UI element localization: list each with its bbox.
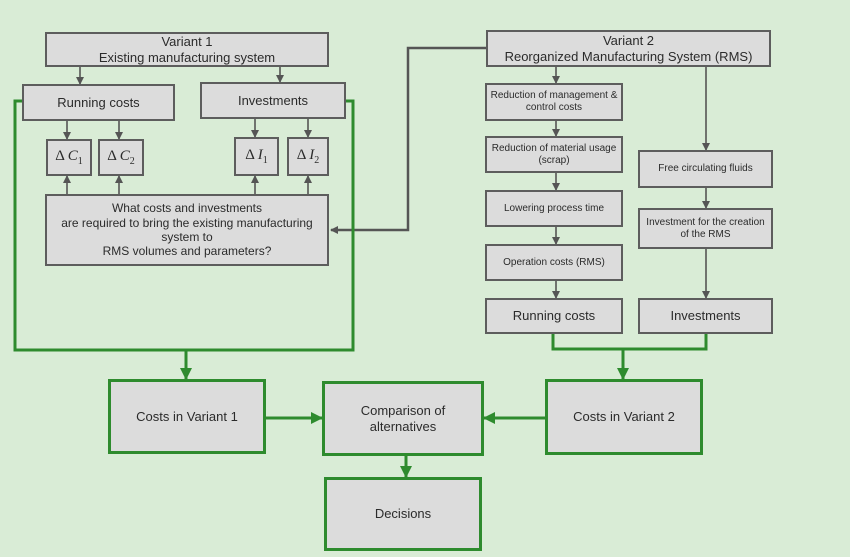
v1-investments-label: Investments	[237, 92, 309, 108]
variant2-box: Variant 2 Reorganized Manufacturing Syst…	[486, 30, 771, 67]
question-line-3: system to	[161, 230, 213, 244]
delta-c1-symbol: Δ C1	[55, 148, 83, 167]
variant2-title: Variant 2	[602, 32, 655, 48]
green-loop-v1	[13, 99, 355, 352]
green-bracket-v2	[551, 333, 708, 351]
step-material-usage: Reduction of material usage (scrap)	[485, 136, 623, 173]
v2-investments-box: Investments	[638, 298, 773, 334]
step-operation-costs: Operation costs (RMS)	[485, 244, 623, 281]
delta-c2-symbol: Δ C2	[107, 148, 135, 167]
variant1-subtitle: Existing manufacturing system	[98, 49, 276, 65]
v2-investments-label: Investments	[670, 308, 741, 324]
connector-v2-to-question	[330, 46, 486, 234]
question-box: What costs and investments are required …	[45, 194, 329, 266]
variant1-box: Variant 1 Existing manufacturing system	[45, 32, 329, 67]
delta-i1-box: Δ I1	[234, 137, 279, 176]
question-line-4: RMS volumes and parameters?	[102, 244, 272, 259]
v2-running-costs-label: Running costs	[512, 308, 596, 324]
variant1-title: Variant 1	[161, 33, 213, 49]
costs-variant2-box: Costs in Variant 2	[545, 379, 703, 455]
delta-i2-symbol: Δ I2	[296, 147, 320, 166]
decisions-box: Decisions	[324, 477, 482, 551]
comparison-box: Comparison of alternatives	[322, 381, 484, 456]
step-process-time: Lowering process time	[485, 190, 623, 227]
step-management-costs: Reduction of management & control costs	[485, 83, 623, 121]
v1-running-costs-label: Running costs	[57, 94, 140, 110]
v1-running-costs-box: Running costs	[22, 84, 175, 121]
free-fluids-box: Free circulating fluids	[638, 150, 773, 188]
v2-running-costs-box: Running costs	[485, 298, 623, 334]
v1-investments-box: Investments	[200, 82, 346, 119]
variant2-subtitle: Reorganized Manufacturing System (RMS)	[504, 48, 753, 64]
delta-c2-box: Δ C2	[98, 139, 144, 176]
investment-creation-box: Investment for the creation of the RMS	[638, 208, 773, 249]
question-line-1: What costs and investments	[111, 201, 263, 216]
delta-i2-box: Δ I2	[287, 137, 329, 176]
question-line-2: are required to bring the existing manuf…	[61, 215, 313, 230]
delta-i1-symbol: Δ I1	[245, 147, 268, 166]
delta-c1-box: Δ C1	[46, 139, 92, 176]
costs-variant1-box: Costs in Variant 1	[108, 379, 266, 454]
